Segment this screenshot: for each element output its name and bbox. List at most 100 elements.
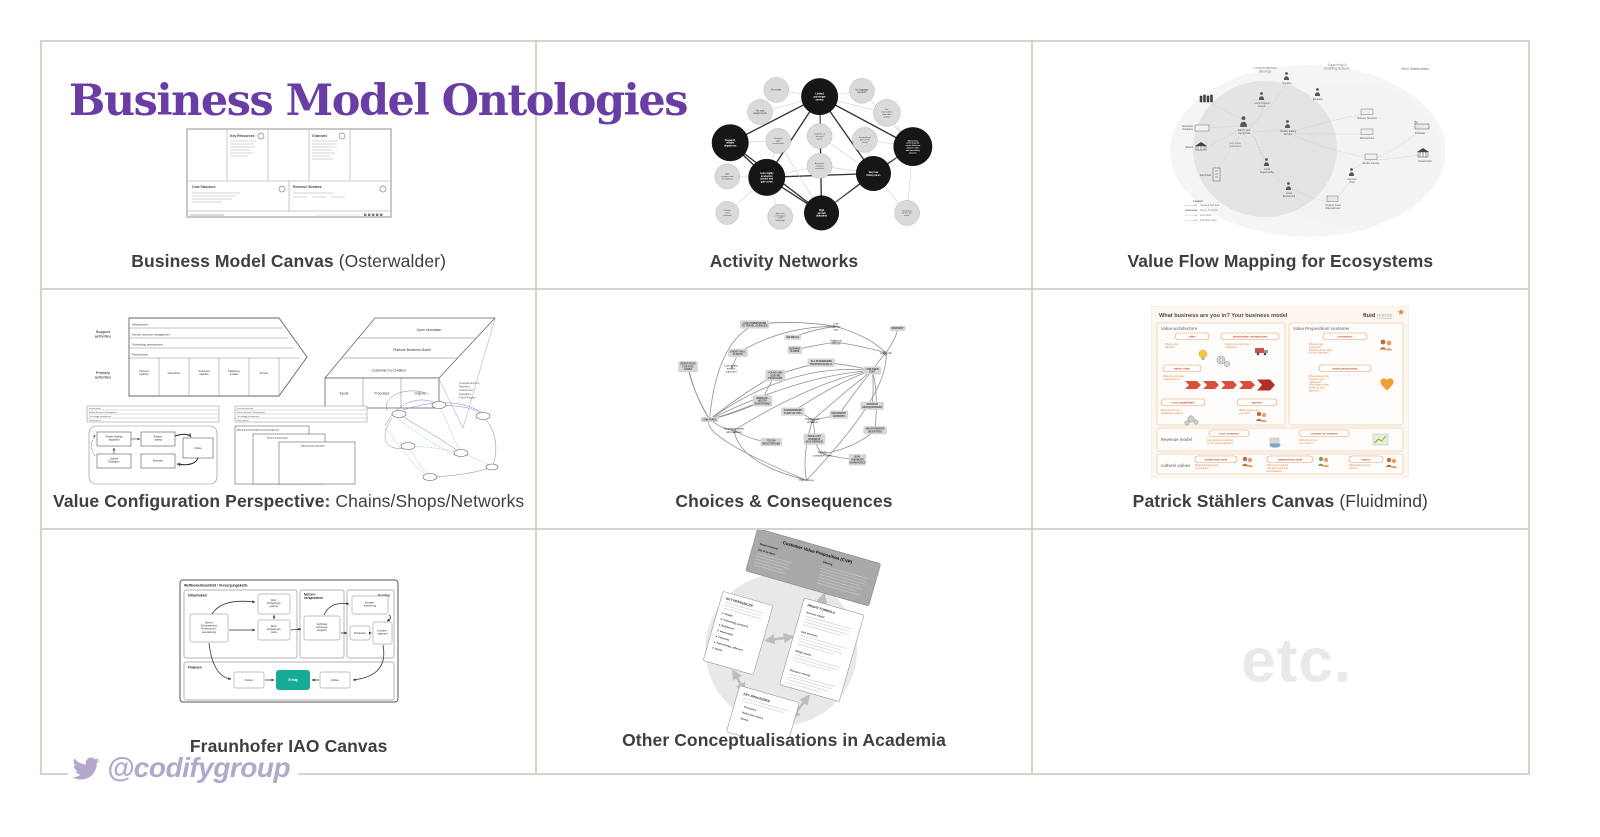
bmc-cost-structure-label: Cost Structure: [192, 185, 216, 189]
relationship-people-icon: [1318, 456, 1330, 467]
svg-text:relationship style: relationship style: [1278, 458, 1303, 462]
svg-text:Intangible Value: Intangible Value: [1200, 219, 1218, 222]
svg-text:Procurement: Procurement: [237, 419, 249, 422]
svg-text:Kunden: Kunden: [378, 594, 390, 598]
svg-text:Financier: Financier: [1415, 132, 1425, 135]
svg-text:Margin model: Margin model: [795, 650, 812, 657]
section-value-architecture: Value architecture: [1161, 326, 1198, 331]
svg-text:high profit: high profit: [880, 351, 892, 355]
svg-text:Problem finding/acquisition: Problem finding/acquisition: [105, 436, 122, 442]
caption-value-flow-mapping: Value Flow Mapping for Ecosystems: [1127, 251, 1434, 271]
svg-text:REINVEST: REINVEST: [892, 328, 904, 330]
staehler-pills: offer distribution architecture value ch…: [1161, 332, 1384, 463]
government-icon: [1417, 148, 1430, 158]
svg-text:KEY PROCESSES: KEY PROCESSES: [743, 692, 770, 703]
svg-text:distribution architecture: distribution architecture: [1233, 335, 1268, 339]
svg-text:Open Innovation: Open Innovation: [416, 328, 441, 332]
svg-text:Firm infrastructure: Firm infrastructure: [237, 407, 254, 410]
svg-text:Equipment: Equipment: [721, 624, 734, 630]
bmc-key-resources-label: Key Resources: [230, 134, 255, 138]
business-model-canvas-diagram: Key Resources Channels Cost Structure Re…: [185, 128, 392, 218]
svg-text:Human resource management: Human resource management: [132, 333, 170, 337]
svg-text:NO MEALS: NO MEALS: [787, 336, 800, 339]
svg-text:Kunden-segment: Kunden-segment: [377, 629, 388, 636]
svg-text:Wert-schöpfungs-partner: Wert-schöpfungs-partner: [266, 598, 281, 608]
flow-connections: [1207, 85, 1424, 203]
staehler-header: What business are you in? Your business …: [1159, 313, 1288, 319]
bmc-icons: [257, 132, 387, 193]
ontology-grid: Key Resources Channels Cost Structure Re…: [40, 40, 1530, 775]
cell-etc: etc.: [1033, 530, 1528, 773]
flow-legend: Legend Goods & Services Money & Credits …: [1185, 199, 1220, 222]
svg-text:Third Parties: Third Parties: [459, 395, 476, 399]
fast-food-icon: [1213, 167, 1221, 182]
bmc-channels-label: Channels: [312, 134, 327, 138]
heart-icon: [1380, 378, 1394, 391]
cell-fraunhofer-canvas: Wettbewerbsumfeld / Versorgungskette Inf…: [42, 530, 538, 773]
svg-text:Infrastructure: Infrastructure: [89, 407, 102, 410]
svg-text:Network promotion&contract man: Network promotion&contract management: [237, 429, 279, 432]
caption-fraunhofer-canvas: Fraunhofer IAO Canvas: [189, 736, 388, 756]
bulb-icon: [1199, 349, 1208, 360]
caption-business-model-canvas: Business Model Canvas (Osterwalder): [131, 251, 447, 271]
svg-text:Erlöse: Erlöse: [331, 678, 339, 682]
page-title: Business Model Ontologies: [69, 76, 688, 126]
caption-choices-consequences: Choices & Consequences: [675, 491, 893, 511]
svg-text:Processes: Processes: [374, 392, 389, 396]
section-value-proposition: Value Proposition/ customer: [1293, 326, 1350, 331]
platform-business-model: Open Innovation Platform Business Model …: [323, 317, 496, 429]
section-revenue-model: Revenue model: [1161, 437, 1192, 442]
svg-text:No meals: No meals: [771, 89, 782, 92]
coins-icon: [1269, 437, 1281, 448]
svg-text:core capabilities: core capabilities: [1172, 401, 1196, 405]
svg-text:Recipe Service: Recipe Service: [1363, 162, 1380, 165]
region-supporting-enabling: Supporting &Enabling Network: [1324, 63, 1350, 71]
leadership-people-icon: [1242, 456, 1254, 467]
svg-text:Cost structure: Cost structure: [800, 630, 818, 638]
svg-text:Government: Government: [1418, 160, 1432, 163]
svg-text:Finanzen: Finanzen: [188, 666, 202, 670]
svg-text:Distribution: Distribution: [354, 632, 367, 635]
caption-activity-networks: Activity Networks: [709, 251, 859, 271]
svg-text:Wert-schöpfungs-kette: Wert-schöpfungs-kette: [266, 624, 281, 634]
service-box-icon: [1361, 108, 1374, 115]
svg-text:Partnerships, alliances: Partnerships, alliances: [716, 642, 744, 653]
customers-people-icon: [1379, 339, 1393, 351]
svg-text:Complementors: Complementors: [459, 381, 480, 385]
truck-icon: [1255, 348, 1269, 356]
svg-text:Marketing& sales: Marketing& sales: [228, 369, 240, 376]
svg-text:Partners: Partners: [459, 385, 470, 389]
capability-gears-icon: [1184, 415, 1199, 426]
fluidminds-logo: fluid minds: [1363, 309, 1405, 319]
bmc-revenue-streams-label: Revenue Streams: [293, 185, 322, 189]
